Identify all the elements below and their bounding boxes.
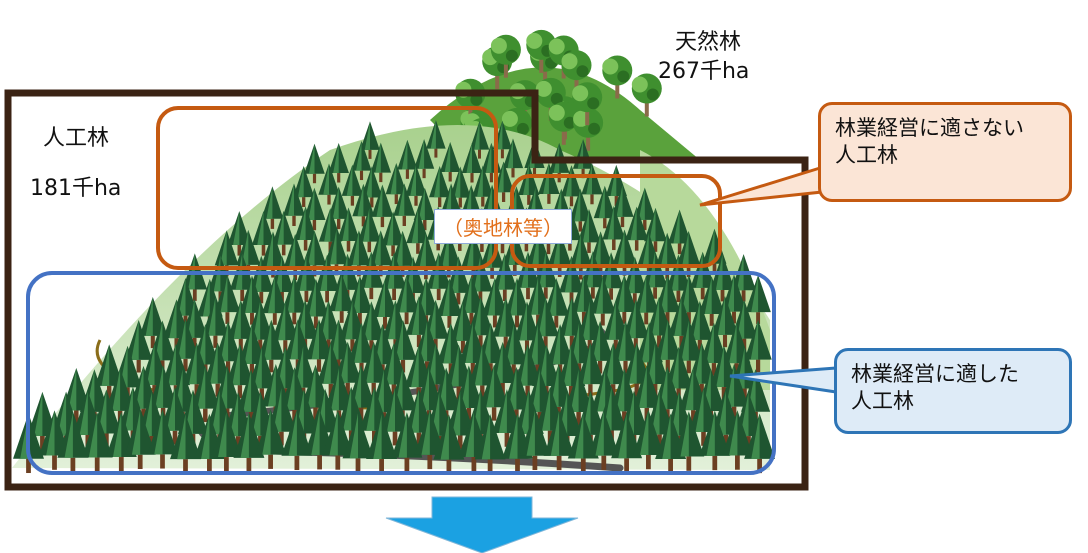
callout-suitable-line2: 人工林	[851, 389, 914, 414]
planted-forest-area: 181千ha	[30, 176, 122, 201]
callout-unsuitable-line1: 林業経営に適さない	[835, 116, 1024, 140]
okuchi-forest-label: （奥地林等）	[434, 209, 572, 244]
planted-forest-frame	[4, 89, 809, 491]
callout-suitable: 林業経営に適した 人工林	[834, 348, 1072, 434]
callout-unsuitable-line2: 人工林	[835, 143, 898, 168]
callout-unsuitable: 林業経営に適さない 人工林	[818, 102, 1072, 202]
natural-forest-area: 267千ha	[658, 59, 750, 84]
unsuitable-region-left	[156, 106, 498, 270]
planted-forest-name: 人工林	[43, 126, 110, 151]
natural-forest-name: 天然林	[675, 30, 742, 55]
callout-suitable-line1: 林業経営に適した	[851, 362, 1019, 386]
down-arrow	[385, 496, 579, 553]
